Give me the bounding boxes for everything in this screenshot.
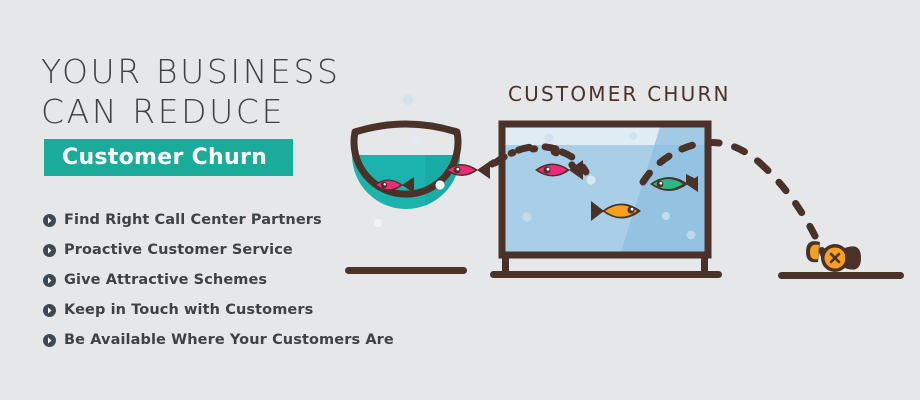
dead-orange-fish bbox=[806, 241, 861, 272]
escaping-pink-fish bbox=[445, 161, 490, 179]
left-escape-trail-tail bbox=[558, 148, 590, 176]
bubble-icon bbox=[374, 219, 382, 227]
right-ground-line bbox=[778, 272, 904, 279]
right-escape-trail-apex bbox=[678, 139, 764, 167]
list-item-label: Keep in Touch with Customers bbox=[64, 302, 314, 318]
tank-pink-fish bbox=[535, 160, 583, 180]
list-item-label: Proactive Customer Service bbox=[64, 242, 293, 258]
list-item: Give Attractive Schemes bbox=[43, 265, 443, 295]
left-escape-trail-dashes bbox=[491, 143, 563, 167]
headline-line-1: YOUR BUSINESS bbox=[41, 52, 341, 91]
list-item-label: Find Right Call Center Partners bbox=[64, 212, 322, 228]
status-badge: Customer Churn bbox=[44, 139, 293, 176]
page-title: YOUR BUSINESS CAN REDUCE bbox=[41, 52, 341, 132]
badge-label: Customer Churn bbox=[62, 145, 268, 170]
chevron-right-circle-icon bbox=[43, 243, 56, 257]
bubble-icon bbox=[522, 212, 532, 222]
tank-orange-fish bbox=[591, 201, 641, 221]
rectangular-aquarium bbox=[490, 120, 722, 278]
right-escape-trail-descent bbox=[756, 159, 830, 264]
headline-line-2: CAN REDUCE bbox=[41, 92, 286, 131]
bubble-icon bbox=[544, 133, 554, 143]
list-item: Proactive Customer Service bbox=[43, 235, 443, 265]
bubble-icon bbox=[686, 230, 696, 240]
round-fishbowl bbox=[345, 95, 467, 274]
list-item: Be Available Where Your Customers Are bbox=[43, 325, 443, 355]
list-item-label: Be Available Where Your Customers Are bbox=[64, 332, 394, 348]
illustration-title: CUSTOMER CHURN bbox=[508, 82, 731, 106]
bubble-icon bbox=[662, 212, 670, 220]
chevron-right-circle-icon bbox=[43, 303, 56, 317]
list-item: Keep in Touch with Customers bbox=[43, 295, 443, 325]
list-item: Find Right Call Center Partners bbox=[43, 205, 443, 235]
chevron-right-circle-icon bbox=[43, 273, 56, 287]
chevron-right-circle-icon bbox=[43, 333, 56, 347]
bubble-icon bbox=[586, 175, 596, 185]
bubble-icon bbox=[435, 180, 445, 190]
bubble-icon bbox=[629, 132, 637, 140]
right-escape-trail-start bbox=[639, 146, 685, 186]
tank-teal-fish bbox=[650, 174, 698, 192]
churn-illustration bbox=[330, 60, 910, 310]
bubble-icon bbox=[411, 135, 421, 145]
bubble-icon bbox=[403, 95, 413, 105]
list-item-label: Give Attractive Schemes bbox=[64, 272, 268, 288]
chevron-right-circle-icon bbox=[43, 213, 56, 227]
benefits-list: Find Right Call Center Partners Proactiv… bbox=[43, 205, 443, 355]
bowl-fish bbox=[374, 177, 414, 193]
